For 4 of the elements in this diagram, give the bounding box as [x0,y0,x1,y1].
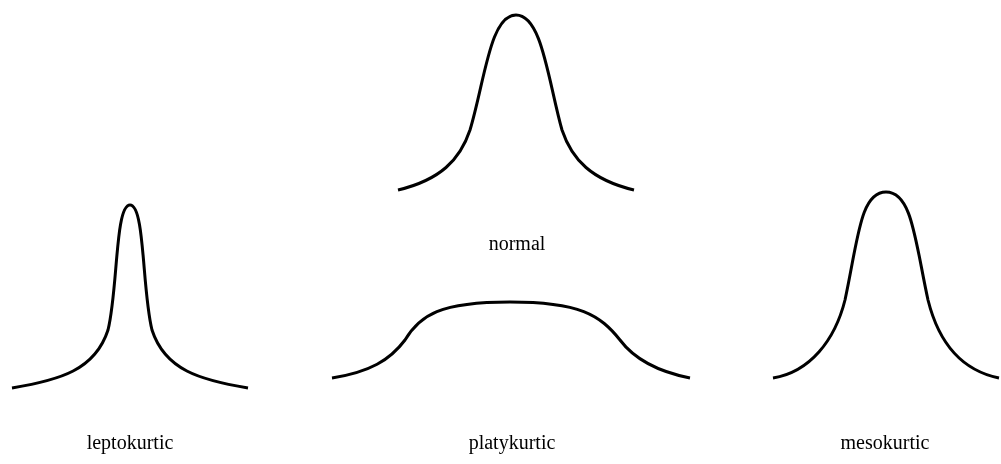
curve-label: normal [488,233,546,253]
curve-label: mesokurtic [840,432,930,452]
curve-label: leptokurtic [86,432,174,452]
curve-label: platykurtic [468,432,556,452]
